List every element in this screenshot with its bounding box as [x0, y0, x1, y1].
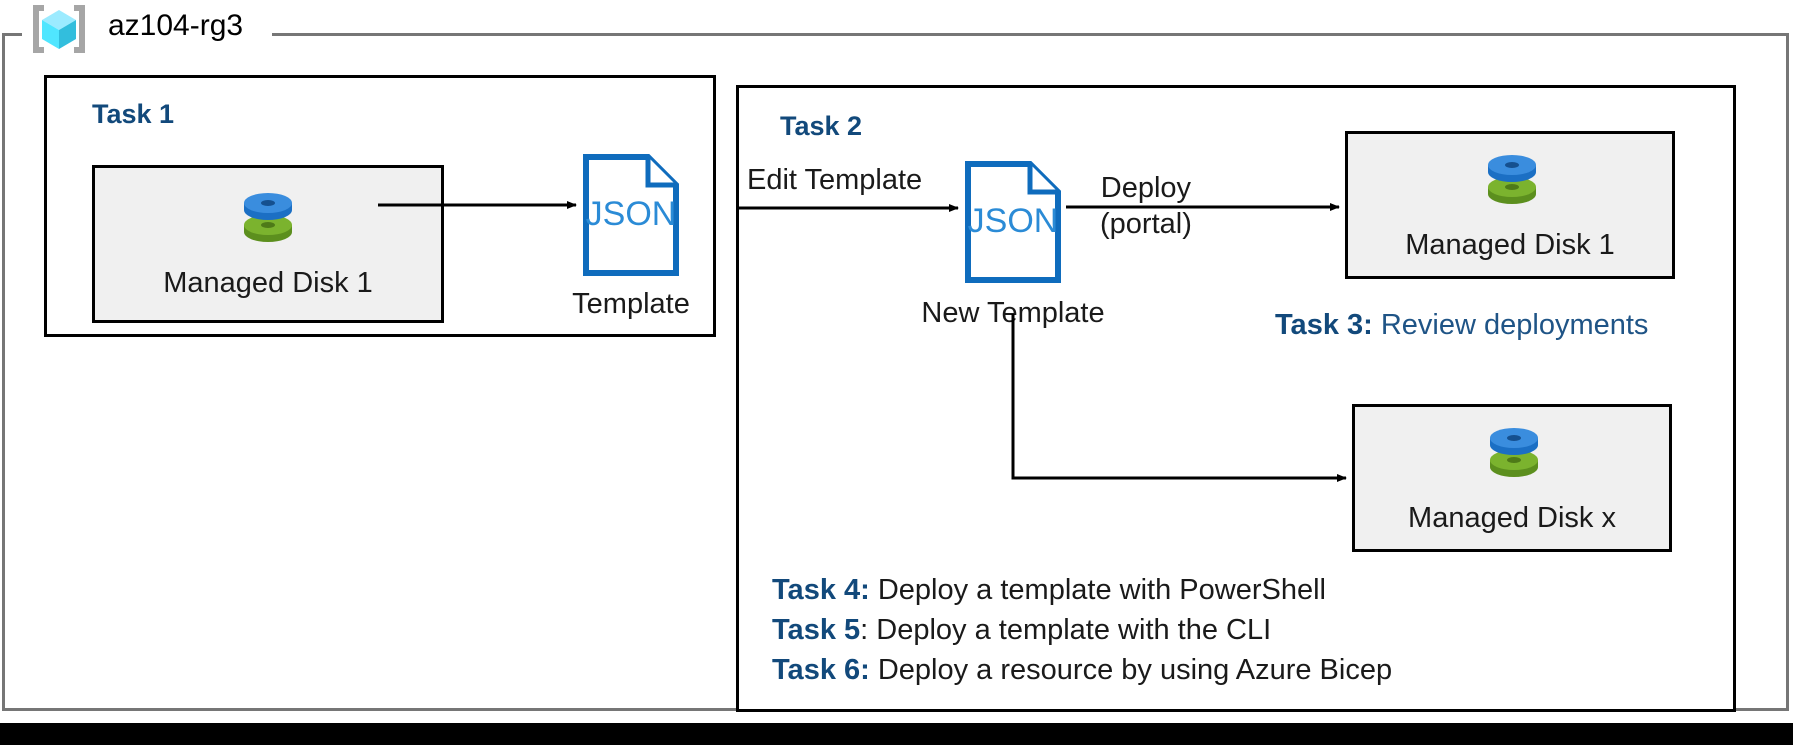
managed-disk-icon	[237, 186, 299, 248]
resource-managed-disk-x: Managed Disk x	[1352, 404, 1672, 552]
task-6-body: Deploy a resource by using Azure Bicep	[869, 654, 1393, 686]
task-6-note: Task 6: Deploy a resource by using Azure…	[772, 650, 1392, 690]
json-document-icon-new-template: JSON	[964, 160, 1062, 284]
edge-label-deploy-line2: (portal)	[1100, 208, 1192, 240]
template-caption: Template	[572, 288, 690, 320]
resource-group-name: az104-rg3	[108, 9, 244, 42]
bottom-black-strip	[0, 723, 1793, 745]
edge-label-deploy-line1: Deploy	[1100, 172, 1192, 204]
resource-group-cube-icon	[30, 2, 88, 56]
json-document-icon-template: JSON	[582, 153, 680, 277]
svg-text:JSON: JSON	[968, 202, 1059, 240]
task-6-label: Task 6:	[772, 654, 870, 686]
task-2-heading: Task 2	[780, 111, 863, 141]
task-5-note: Task 5: Deploy a template with the CLI	[772, 610, 1271, 650]
task-3-body: Review deployments	[1372, 309, 1649, 341]
task-1-heading: Task 1	[92, 99, 175, 129]
task-4-body: Deploy a template with PowerShell	[869, 574, 1326, 606]
task-5-body: : Deploy a template with the CLI	[860, 614, 1272, 646]
managed-disk-icon	[1481, 148, 1539, 206]
svg-text:JSON: JSON	[586, 195, 677, 233]
resource-label: Managed Disk x	[1408, 502, 1616, 534]
task-3-note: Task 3: Review deployments	[1275, 305, 1648, 345]
task-4-label: Task 4:	[772, 574, 870, 606]
resource-label: Managed Disk 1	[1405, 229, 1615, 261]
task-4-note: Task 4: Deploy a template with PowerShel…	[772, 570, 1326, 610]
edge-label-deploy: Deploy (portal)	[1100, 170, 1192, 242]
managed-disk-icon	[1483, 421, 1541, 479]
resource-label: Managed Disk 1	[163, 267, 373, 299]
resource-managed-disk-1-source: Managed Disk 1	[92, 165, 444, 323]
resource-managed-disk-1-deployed: Managed Disk 1	[1345, 131, 1675, 279]
edge-label-edit-template: Edit Template	[747, 164, 923, 196]
task-3-label: Task 3:	[1275, 309, 1373, 341]
task-5-label: Task 5	[772, 614, 861, 646]
new-template-caption: New Template	[921, 297, 1105, 329]
